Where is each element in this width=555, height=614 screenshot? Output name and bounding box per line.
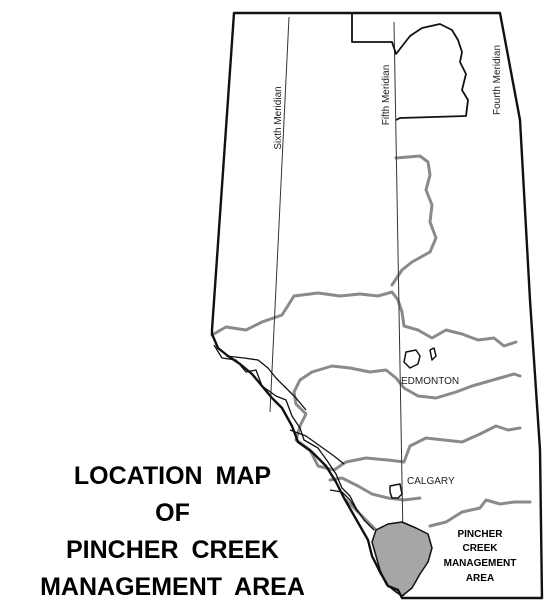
continental-divide xyxy=(213,344,375,531)
sixth-meridian-label: Sixth Meridian xyxy=(273,86,284,149)
calgary-marker xyxy=(389,483,403,499)
sixth-meridian-line xyxy=(269,16,290,413)
edmonton-marker xyxy=(403,349,421,369)
region-boundary-southeast xyxy=(428,498,532,528)
area-label-line-3: MANAGEMENT xyxy=(444,558,517,569)
region-boundary-south-central xyxy=(298,364,522,400)
region-boundary-east xyxy=(416,328,518,348)
title-line-1: LOCATION MAP xyxy=(73,462,272,490)
river-upper xyxy=(225,355,307,411)
region-boundary-north xyxy=(390,154,438,287)
map-title: LOCATION MAP OF PINCHER CREEK MANAGEMENT… xyxy=(0,458,345,606)
river-middle xyxy=(289,429,345,465)
region-boundary-foothills xyxy=(328,476,422,502)
area-label-line-1: PINCHER xyxy=(457,529,503,540)
region-boundary-mountain xyxy=(292,378,406,472)
pincher-creek-area xyxy=(371,521,433,597)
rivers xyxy=(213,344,375,531)
area-label-line-2: CREEK xyxy=(462,543,498,554)
alberta-outline xyxy=(210,11,544,600)
title-line-3: PINCHER CREEK xyxy=(66,536,279,564)
title-line-4: MANAGEMENT AREA xyxy=(40,573,305,601)
region-boundary-central xyxy=(210,290,420,337)
fifth-meridian-line xyxy=(393,21,405,597)
northeast-boundary xyxy=(351,13,469,121)
calgary-label: CALGARY xyxy=(407,476,455,487)
edmonton-marker-east xyxy=(429,347,437,361)
fourth-meridian-label: Fourth Meridian xyxy=(492,45,503,115)
meridian-lines xyxy=(269,16,405,597)
area-label-line-4: AREA xyxy=(466,573,494,584)
river-lower xyxy=(329,489,359,513)
region-boundary-grassland xyxy=(402,424,522,464)
city-markers xyxy=(389,347,437,499)
title-line-2: OF xyxy=(155,499,190,527)
edmonton-label: EDMONTON xyxy=(401,376,459,387)
fifth-meridian-label: Fifth Meridian xyxy=(381,65,392,126)
